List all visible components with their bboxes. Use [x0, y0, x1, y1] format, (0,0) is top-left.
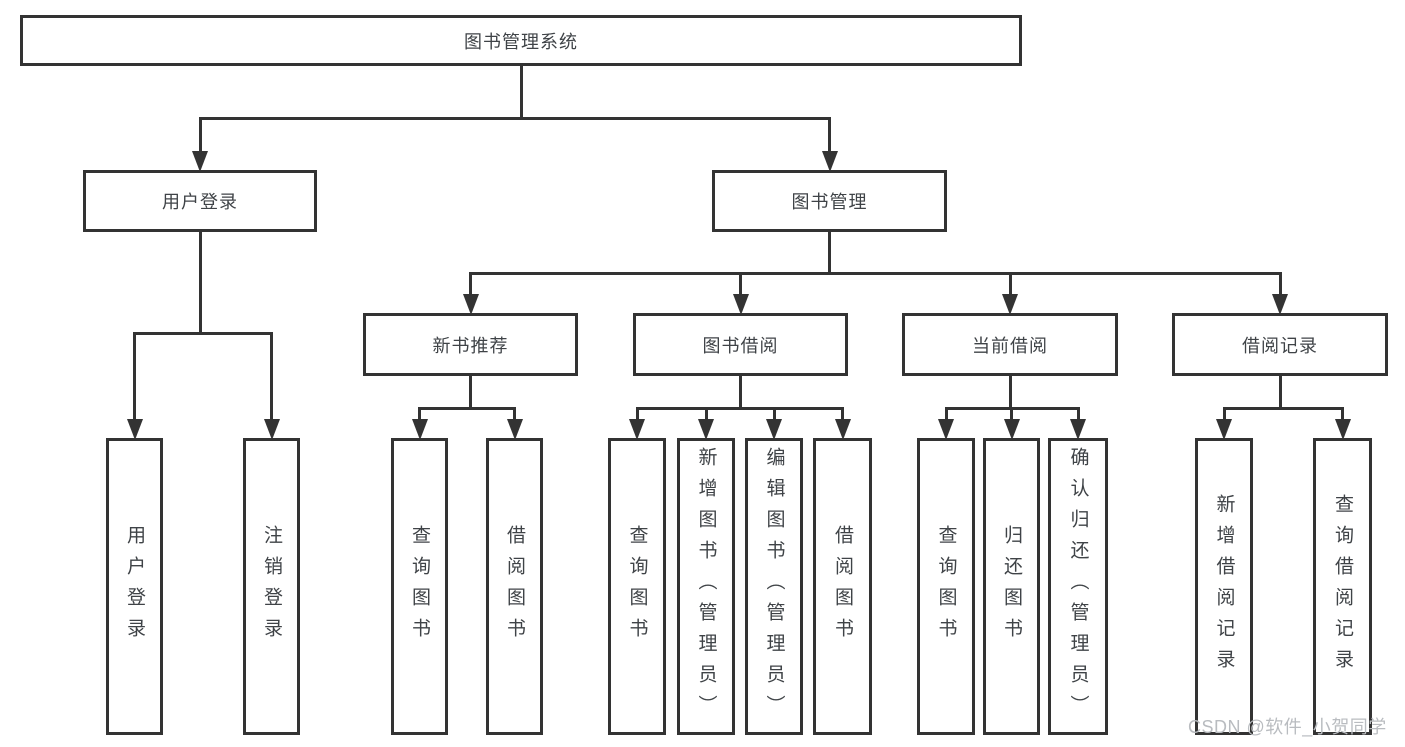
- arrow-down-icon: [629, 419, 645, 440]
- arrow-down-icon: [766, 419, 782, 440]
- node-label: 注销登录: [261, 524, 282, 649]
- connector-drop: [1010, 410, 1013, 420]
- connector-bar: [418, 407, 516, 410]
- arrow-down-icon: [834, 419, 851, 440]
- node-records: 借阅记录: [1172, 313, 1388, 376]
- arrow-down-icon: [732, 294, 749, 315]
- connector-drop: [1008, 275, 1012, 295]
- node-label: 当前借阅: [972, 335, 1048, 356]
- arrow-down-icon: [1070, 419, 1086, 440]
- node-c3: 确认归还（管理员）: [1048, 438, 1108, 735]
- connector-stem: [828, 231, 831, 275]
- node-r1: 新增借阅记录: [1195, 438, 1253, 735]
- arrow-down-icon: [821, 151, 838, 172]
- node-label: 借阅图书: [832, 524, 853, 649]
- node-label: 用户登录: [124, 524, 145, 649]
- connector-drop: [1076, 410, 1080, 420]
- node-label: 借阅记录: [1242, 335, 1318, 356]
- node-c2: 归还图书: [983, 438, 1040, 735]
- connector-bar: [198, 117, 831, 120]
- node-b4: 借阅图书: [813, 438, 872, 735]
- node-l2: 注销登录: [243, 438, 300, 735]
- connector-drop: [635, 410, 639, 420]
- connector-drop: [739, 275, 742, 295]
- node-login: 用户登录: [83, 170, 317, 232]
- connector-drop: [944, 410, 948, 420]
- arrow-down-icon: [1216, 419, 1232, 440]
- arrow-down-icon: [411, 419, 428, 440]
- node-b2: 新增图书（管理员）: [677, 438, 735, 735]
- watermark: CSDN @软件_小贺同学: [1188, 717, 1387, 737]
- node-c1: 查询图书: [917, 438, 975, 735]
- node-label: 新增借阅记录: [1213, 493, 1235, 680]
- connector-stem: [519, 65, 523, 120]
- arrow-down-icon: [263, 419, 280, 440]
- arrow-down-icon: [1272, 294, 1288, 315]
- node-l1: 用户登录: [106, 438, 163, 735]
- connector-bar: [944, 407, 1080, 410]
- node-label: 用户登录: [162, 192, 238, 212]
- node-b1: 查询图书: [608, 438, 666, 735]
- node-label: 确认归还（管理员）: [1067, 447, 1089, 726]
- node-root: 图书管理系统: [20, 15, 1022, 66]
- node-n2: 借阅图书: [486, 438, 543, 735]
- node-current: 当前借阅: [902, 313, 1118, 376]
- arrow-down-icon: [462, 294, 479, 315]
- node-mgmt: 图书管理: [712, 170, 947, 232]
- arrow-down-icon: [1003, 419, 1020, 440]
- connector-stem: [1278, 375, 1282, 410]
- connector-drop: [704, 410, 708, 420]
- node-label: 查询图书: [935, 524, 957, 649]
- connector-stem: [198, 231, 202, 335]
- node-label: 查询图书: [409, 524, 430, 649]
- arrow-down-icon: [938, 419, 954, 440]
- connector-drop: [198, 120, 202, 152]
- node-label: 图书管理: [791, 192, 868, 212]
- node-b3: 编辑图书（管理员）: [745, 438, 803, 735]
- node-label: 查询图书: [626, 524, 648, 649]
- connector-drop: [513, 410, 516, 420]
- node-label: 新书推荐: [432, 335, 509, 356]
- connector-drop: [1341, 410, 1344, 420]
- connector-bar: [1222, 407, 1344, 410]
- arrow-down-icon: [126, 419, 143, 440]
- connector-stem: [1008, 375, 1012, 410]
- arrow-down-icon: [192, 151, 208, 172]
- connector-drop: [418, 410, 421, 420]
- connector-bar: [133, 332, 273, 335]
- node-label: 图书借阅: [702, 335, 779, 356]
- connector-bar: [635, 407, 844, 410]
- connector-drop: [133, 335, 136, 420]
- node-label: 借阅图书: [504, 524, 525, 649]
- arrow-down-icon: [1002, 294, 1018, 315]
- node-label: 归还图书: [1001, 524, 1022, 649]
- node-label: 查询借阅记录: [1332, 493, 1353, 680]
- node-n1: 查询图书: [391, 438, 448, 735]
- connector-drop: [469, 275, 472, 295]
- connector-drop: [270, 335, 273, 420]
- arrow-down-icon: [1334, 419, 1351, 440]
- connector-drop: [1278, 275, 1282, 295]
- node-label: 图书管理系统: [464, 31, 578, 52]
- arrow-down-icon: [506, 419, 523, 440]
- connector-bar: [469, 272, 1282, 275]
- connector-stem: [469, 375, 472, 410]
- node-borrow: 图书借阅: [633, 313, 848, 376]
- node-newbook: 新书推荐: [363, 313, 578, 376]
- connector-drop: [1222, 410, 1226, 420]
- arrow-down-icon: [698, 419, 714, 440]
- connector-drop: [828, 120, 831, 152]
- connector-drop: [772, 410, 776, 420]
- node-label: 新增图书（管理员）: [695, 447, 717, 726]
- connector-stem: [739, 375, 742, 410]
- node-r2: 查询借阅记录: [1313, 438, 1372, 735]
- node-label: 编辑图书（管理员）: [763, 447, 785, 726]
- connector-drop: [841, 410, 844, 420]
